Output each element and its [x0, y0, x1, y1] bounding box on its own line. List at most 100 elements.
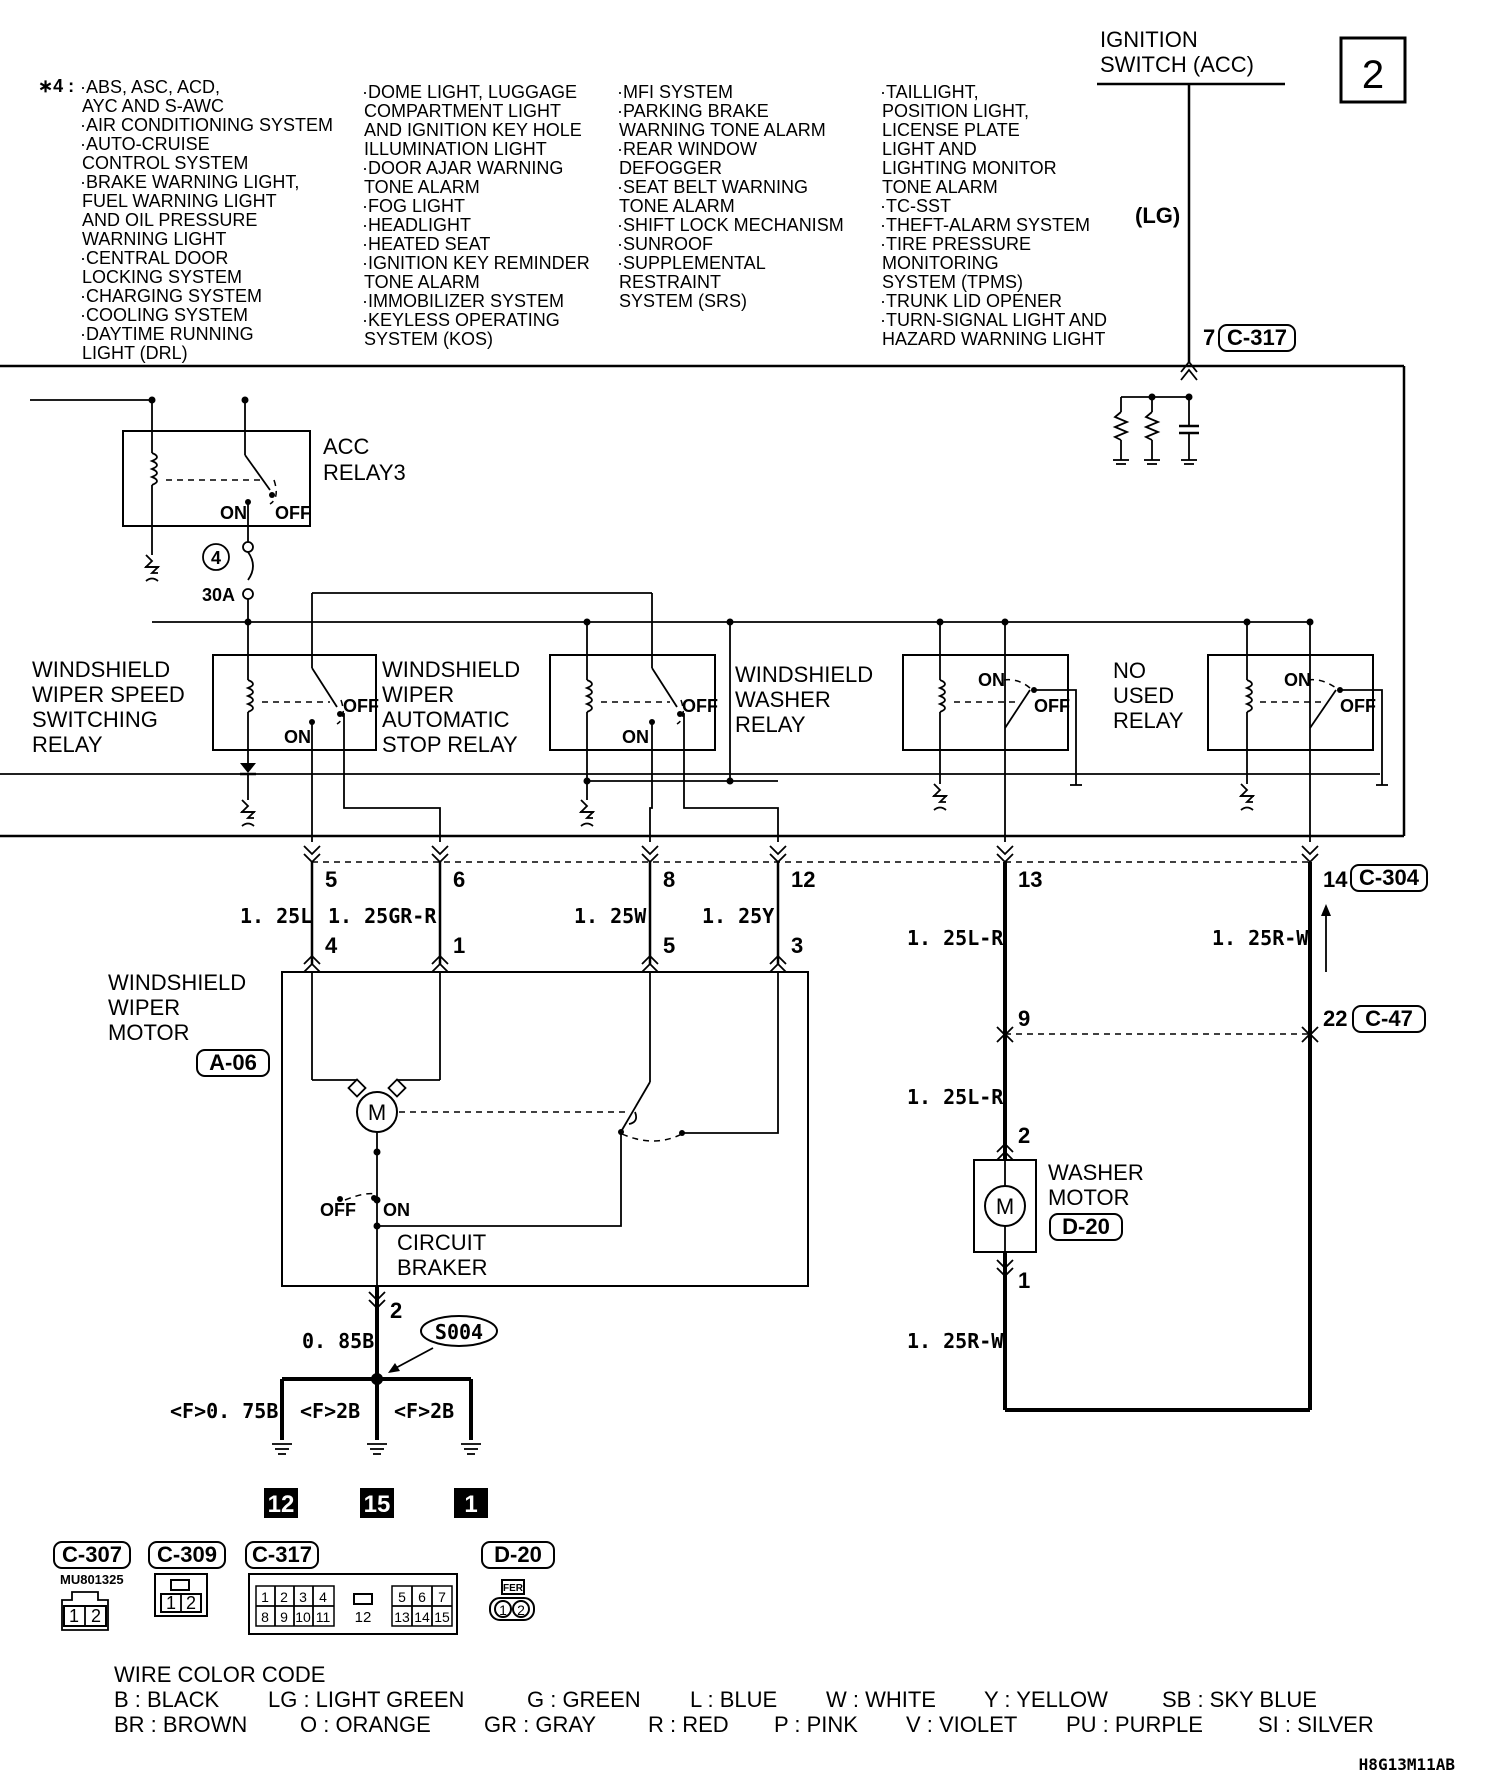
wire-1.25r-w-top: 1. 25R-W [1212, 926, 1309, 950]
sys2-8: ·HEATED SEAT [362, 234, 490, 254]
sys4-8: ·TIRE PRESSURE [880, 234, 1031, 254]
cc-sb: SB : SKY BLUE [1162, 1687, 1317, 1712]
wiper-motor-line1: WINDSHIELD [108, 970, 246, 995]
sys1-8: WARNING LIGHT [82, 229, 226, 249]
wire-1.25l-r-mid: 1. 25L-R [907, 1085, 1004, 1109]
cc-p: P : PINK [774, 1712, 858, 1737]
sys1-1: AYC AND S-AWC [82, 96, 224, 116]
washer-relay-on: ON [978, 670, 1005, 690]
sys1-5: ·BRAKE WARNING LIGHT, [80, 172, 299, 192]
c317-p15: 15 [434, 1609, 450, 1625]
acc-relay-off: OFF [275, 503, 311, 523]
sys2-7: ·HEADLIGHT [362, 215, 471, 235]
a06-connector-box [196, 1049, 270, 1077]
sys3-1: ·PARKING BRAKE [617, 101, 769, 121]
sys3-3: ·REAR WINDOW [617, 139, 757, 159]
ground-pin-2: 2 [390, 1298, 402, 1323]
motor-pin-4: 4 [325, 933, 338, 958]
washer-pin-1: 1 [1018, 1268, 1030, 1293]
sys2-6: ·FOG LIGHT [362, 196, 465, 216]
cc-v: V : VIOLET [906, 1712, 1017, 1737]
c304-pin-8: 8 [663, 867, 675, 892]
c317-p3: 3 [299, 1589, 307, 1605]
sys4-12: ·TURN-SIGNAL LIGHT AND [880, 310, 1107, 330]
sys2-0: ·DOME LIGHT, LUGGAGE [362, 82, 577, 102]
ignition-input-filter [1112, 360, 1199, 465]
c317-p4: 4 [319, 1589, 327, 1605]
unused-relay-line2: USED [1113, 683, 1174, 708]
speed-relay-off: OFF [343, 696, 379, 716]
washer-motor-line1: WASHER [1048, 1160, 1144, 1185]
speed-relay-line3: SWITCHING [32, 707, 158, 732]
c47-connector-box [1352, 1005, 1426, 1033]
sys2-5: TONE ALARM [364, 177, 480, 197]
c317-p14: 14 [414, 1609, 430, 1625]
systems-col3: ·MFI SYSTEM ·PARKING BRAKE WARNING TONE … [617, 82, 844, 311]
cc-pu: PU : PURPLE [1066, 1712, 1203, 1737]
ground-badge-1 [454, 1488, 488, 1518]
motor-pin-5: 5 [663, 933, 675, 958]
sys4-2: LICENSE PLATE [882, 120, 1020, 140]
washer-relay-line3: RELAY [735, 712, 806, 737]
wiper-speed-relay: ON OFF [212, 592, 652, 842]
d20-pin2: 2 [517, 1602, 525, 1618]
c317-p1: 1 [261, 1589, 269, 1605]
c317-p12: 12 [355, 1609, 372, 1626]
auto-stop-line4: STOP RELAY [382, 732, 518, 757]
unused-relay-line3: RELAY [1113, 708, 1184, 733]
sys3-7: ·SHIFT LOCK MECHANISM [617, 215, 844, 235]
auto-stop-line1: WINDSHIELD [382, 657, 520, 682]
wire-1.25r-w-bottom: 1. 25R-W [907, 1329, 1004, 1353]
breaker-line1: CIRCUIT [397, 1230, 486, 1255]
washer-relay-line2: WASHER [735, 687, 831, 712]
c304-pin-6: 6 [453, 867, 465, 892]
sys1-12: ·COOLING SYSTEM [80, 305, 248, 325]
d20-face-label: D-20 [494, 1542, 542, 1567]
sys1-2: ·AIR CONDITIONING SYSTEM [80, 115, 333, 135]
wire-1.25gr-r: 1. 25GR-R [328, 904, 437, 928]
washer-motor-line2: MOTOR [1048, 1185, 1129, 1210]
unused-relay-on: ON [1284, 670, 1311, 690]
sys1-11: ·CHARGING SYSTEM [80, 286, 262, 306]
harness-wires [303, 862, 787, 973]
d20-connector-box [1049, 1213, 1123, 1241]
sys3-9: ·SUPPLEMENTAL [617, 253, 766, 273]
c307-label: C-307 [62, 1542, 122, 1567]
sys4-13: HAZARD WARNING LIGHT [882, 329, 1105, 349]
cc-r: R : RED [648, 1712, 729, 1737]
sys4-9: MONITORING [882, 253, 999, 273]
wire-0.85b: 0. 85B [302, 1329, 374, 1353]
auto-stop-relay: ON OFF [549, 593, 779, 842]
auto-stop-off: OFF [682, 696, 718, 716]
connector-c307: C-307 MU801325 1 2 [53, 1541, 131, 1631]
auto-stop-on: ON [622, 727, 649, 747]
c47-pin-9: 9 [1018, 1006, 1030, 1031]
figure-id: H8G13M11AB [1359, 1755, 1456, 1774]
motor-pin-3: 3 [791, 933, 803, 958]
sys4-5: TONE ALARM [882, 177, 998, 197]
sys3-0: ·MFI SYSTEM [617, 82, 733, 102]
ignition-connector: C-317 [1227, 325, 1287, 350]
ground-wire-1: <F>0. 75B [170, 1399, 278, 1423]
sys4-7: ·THEFT-ALARM SYSTEM [880, 215, 1090, 235]
systems-col2: ·DOME LIGHT, LUGGAGE COMPARTMENT LIGHT A… [362, 82, 590, 349]
ground-number-12: 12 [268, 1491, 295, 1518]
c307-pin2: 2 [91, 1606, 101, 1626]
c47-label: C-47 [1365, 1006, 1413, 1031]
sys1-14: LIGHT (DRL) [82, 343, 188, 363]
acc-relay-on: ON [220, 503, 247, 523]
sys1-13: ·DAYTIME RUNNING [80, 324, 254, 344]
systems-col4: ·TAILLIGHT, POSITION LIGHT, LICENSE PLAT… [880, 82, 1107, 349]
a06-label: A-06 [209, 1050, 257, 1075]
fuse-30a: 4 30A [202, 541, 254, 622]
sys4-0: ·TAILLIGHT, [880, 82, 979, 102]
sys3-10: RESTRAINT [619, 272, 721, 292]
c304-connector-box [1350, 864, 1428, 892]
c307-part: MU801325 [60, 1572, 124, 1587]
ground-wire-2: <F>2B [300, 1399, 360, 1423]
sys2-4: ·DOOR AJAR WARNING [362, 158, 563, 178]
c47-pin-22: 22 [1323, 1006, 1347, 1031]
acc-relay3: ON OFF ACC RELAY3 [122, 396, 406, 582]
unused-relay: ON OFF [1207, 622, 1388, 842]
